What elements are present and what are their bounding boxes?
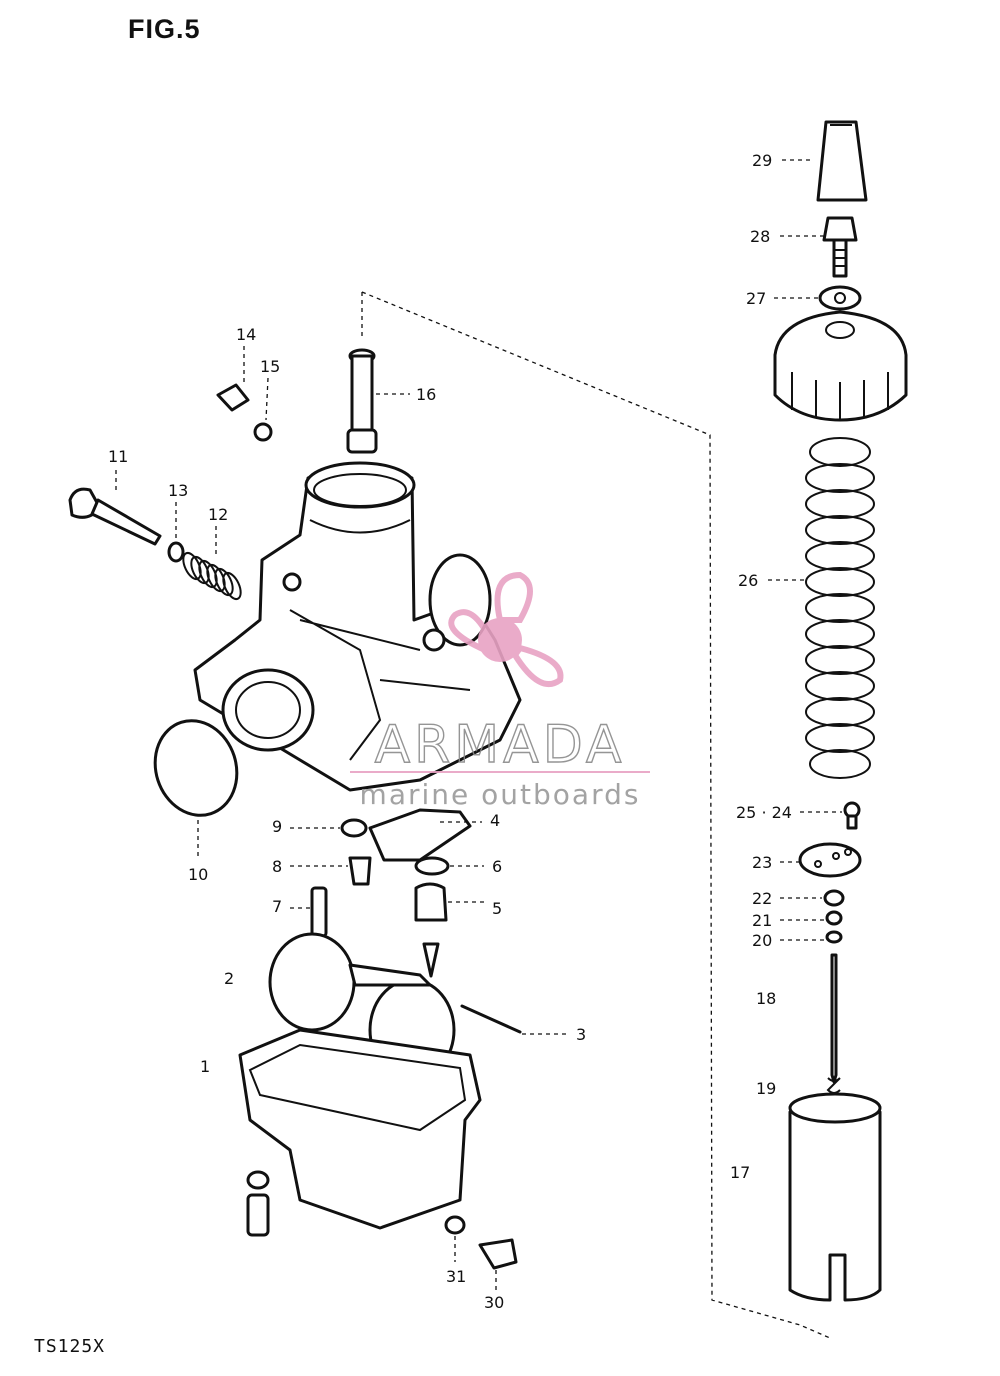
callout-label: 3	[576, 1025, 586, 1044]
watermark: ARMADA marine outboards	[350, 571, 650, 811]
callout-leader-line	[265, 377, 269, 421]
callout-label: 31	[446, 1267, 466, 1286]
callout-label: 7	[272, 897, 282, 916]
model-code: TS125X	[34, 1336, 106, 1357]
callout-label: 16	[416, 385, 436, 404]
callout-label: 29	[752, 151, 772, 170]
callout-label: 18	[756, 989, 776, 1008]
callout-label: 5	[492, 899, 502, 918]
watermark-brand: ARMADA	[375, 715, 626, 775]
callout-label: 1	[200, 1057, 210, 1076]
propeller-logo-icon	[448, 571, 564, 687]
callout-label: 12	[208, 505, 228, 524]
callout-label: 2	[224, 969, 234, 988]
callout-label: 6	[492, 857, 502, 876]
callout-label: 14	[236, 325, 256, 344]
watermark-tagline: marine outboards	[360, 778, 641, 811]
callout-label: 26	[738, 571, 758, 590]
callout-label: 15	[260, 357, 280, 376]
callout-label: 8	[272, 857, 282, 876]
callout-label: 28	[750, 227, 770, 246]
callout-label: 25 · 24	[736, 803, 792, 822]
figure-title: FIG.5	[128, 14, 201, 44]
callout-label: 27	[746, 289, 766, 308]
callout-label: 21	[752, 911, 772, 930]
callout-label: 11	[108, 447, 128, 466]
callout-label: 9	[272, 817, 282, 836]
spring-part	[805, 437, 875, 779]
callout-label: 4	[490, 811, 500, 830]
callout-label: 17	[730, 1163, 750, 1182]
callout-label: 30	[484, 1293, 504, 1312]
callout-label: 13	[168, 481, 188, 500]
callout-label: 22	[752, 889, 772, 908]
callout-label: 19	[756, 1079, 776, 1098]
callout-label: 10	[188, 865, 208, 884]
cap-part	[816, 120, 868, 202]
callout-label: 23	[752, 853, 772, 872]
callout-label: 20	[752, 931, 772, 950]
